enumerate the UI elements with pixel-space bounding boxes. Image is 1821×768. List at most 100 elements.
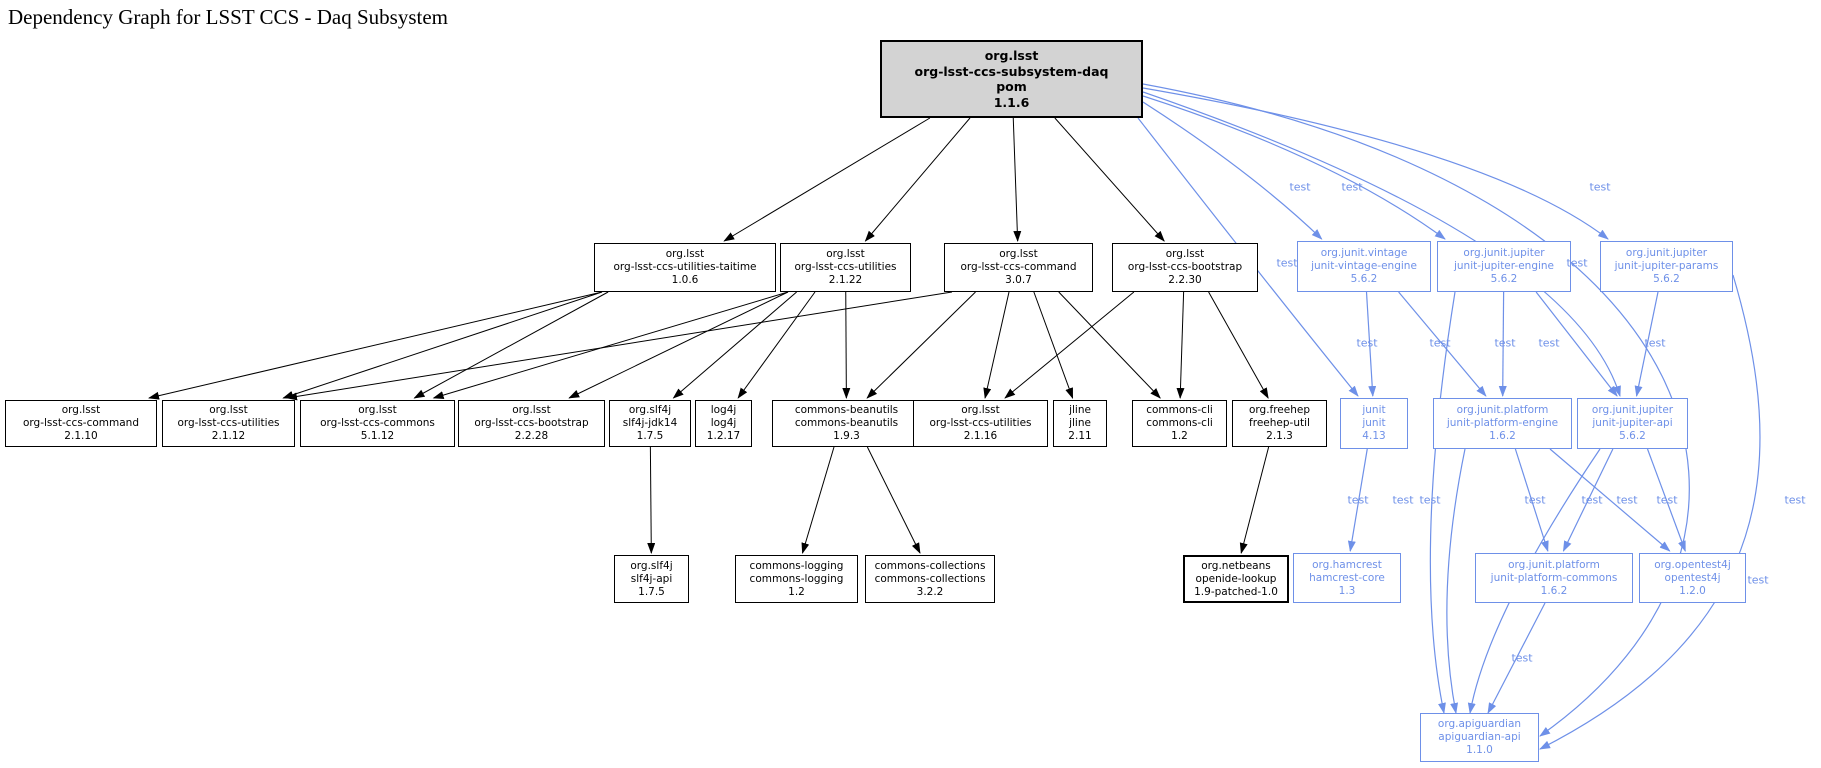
dep-node-label: 2.1.3 <box>1266 430 1293 442</box>
test-scope-label: test <box>1289 180 1311 194</box>
edge-cmd307-jline <box>1033 291 1074 399</box>
test-scope-label: test <box>1494 336 1516 350</box>
dep-node-label: org.freehep <box>1248 404 1311 416</box>
edge-cmd307-beanutils <box>866 291 976 399</box>
edge-util2122-boot2228 <box>568 291 789 399</box>
dep-node-label: 1.9-patched-1.0 <box>1194 585 1278 598</box>
dep-node-label: org.opentest4j <box>1654 558 1731 571</box>
test-scope-label: test <box>1429 336 1451 350</box>
graph-title: Dependency Graph for LSST CCS - Daq Subs… <box>8 5 448 29</box>
dep-node-label: commons-collections <box>874 572 986 585</box>
dep-node-label: 2.2.28 <box>514 430 549 442</box>
dep-node-label: 4.13 <box>1362 430 1386 442</box>
dep-node-label: log4j <box>710 417 737 429</box>
dep-node-label: org-lsst-ccs-utilities <box>794 261 897 273</box>
edge-cmd307-util2116 <box>983 291 1010 399</box>
dep-node-label: org-lsst-ccs-bootstrap <box>1127 261 1243 273</box>
edge-root-jupparams <box>1142 87 1609 240</box>
test-scope-label: test <box>1511 651 1533 665</box>
test-scope-label: test <box>1616 493 1638 507</box>
dep-node-label: 1.1.6 <box>993 94 1030 110</box>
dep-node-label: log4j <box>710 404 737 416</box>
dep-node-label: junit-vintage-engine <box>1311 260 1417 272</box>
edge-platformengine-platformcommons <box>1514 448 1549 552</box>
dep-node-label: 1.6.2 <box>1540 584 1568 597</box>
dep-node-label: 1.2.0 <box>1679 584 1706 597</box>
dep-node-label: org.junit.vintage <box>1320 247 1408 259</box>
dep-node-label: apiguardian-api <box>1438 731 1521 743</box>
dep-node-label: slf4j-jdk14 <box>622 417 678 429</box>
dep-node-label: org.apiguardian <box>1437 718 1522 730</box>
edge-platformcommons-apiguardian <box>1487 602 1546 714</box>
dep-node-label: 2.1.16 <box>963 430 998 442</box>
dep-node-label: junit-platform-commons <box>1490 571 1618 584</box>
edge-platformengine-opentest4j <box>1549 448 1671 552</box>
dep-node-label: org.junit.jupiter <box>1591 404 1674 416</box>
edge-jupengine-platformengine <box>1498 291 1507 397</box>
edge-boot2230-commonscli <box>1176 291 1185 399</box>
edge-root-taitime <box>723 117 931 242</box>
edge-platformengine-apiguardian <box>1446 448 1466 714</box>
edge-jupparams-apiguardian <box>1539 274 1761 750</box>
dep-node-label: 5.6.2 <box>1653 273 1680 285</box>
dep-node-label: 3.0.7 <box>1005 274 1032 286</box>
dep-node-label: 3.2.2 <box>916 585 944 598</box>
dep-node-label: org.junit.jupiter <box>1463 247 1545 259</box>
edge-boot2230-freehep <box>1208 291 1269 399</box>
dep-node-label: jline <box>1069 417 1091 429</box>
dep-node-label: slf4j-api <box>630 572 673 585</box>
test-scope-label: test <box>1341 180 1363 194</box>
edge-vintage-junit <box>1365 291 1377 397</box>
dep-node-label: commons-collections <box>874 559 986 572</box>
dep-node-label: 2.2.30 <box>1168 274 1202 286</box>
test-scope-label: test <box>1784 493 1806 507</box>
dep-node-label: org.hamcrest <box>1312 558 1382 571</box>
dep-node-label: org-lsst-ccs-utilities <box>177 417 280 429</box>
dep-node-label: commons-cli <box>1146 417 1213 429</box>
edge-root-apiguardian <box>1142 83 1690 737</box>
dep-node-label: commons-logging <box>749 559 844 572</box>
edge-cmd307-util2112 <box>286 291 953 401</box>
test-scope-label: test <box>1347 493 1369 507</box>
dep-node-label: org.lsst <box>512 404 551 416</box>
dep-node-label: org-lsst-ccs-command <box>23 417 139 429</box>
edge-slf4jjdk14-slf4japi <box>647 446 656 554</box>
dep-node-label: org.netbeans <box>1201 559 1271 572</box>
dep-node-label: 1.3 <box>1338 584 1356 597</box>
edge-boot2230-util2116 <box>1004 291 1135 399</box>
dep-node-label: org-lsst-ccs-utilities <box>929 417 1032 429</box>
dep-node-label: 5.6.2 <box>1350 273 1378 285</box>
edge-util2122-slf4jjdk14 <box>672 291 797 399</box>
dep-node-label: 1.1.0 <box>1466 744 1493 756</box>
edge-freehep-openide <box>1239 446 1270 554</box>
dep-node-label: commons-logging <box>749 572 844 585</box>
dep-node-label: junit <box>1362 404 1386 416</box>
dep-node-label: 5.1.12 <box>360 430 395 442</box>
dep-node-label: org-lsst-ccs-commons <box>320 417 435 429</box>
dep-node-label: org-lsst-ccs-utilities-taitime <box>613 261 757 273</box>
dep-node-label: org.lsst <box>1165 248 1205 260</box>
edge-junit-hamcrest <box>1347 448 1368 552</box>
dep-node-label: 5.6.2 <box>1619 430 1646 442</box>
test-scope-label: test <box>1524 493 1546 507</box>
dep-node-label: junit-platform-engine <box>1446 417 1559 429</box>
